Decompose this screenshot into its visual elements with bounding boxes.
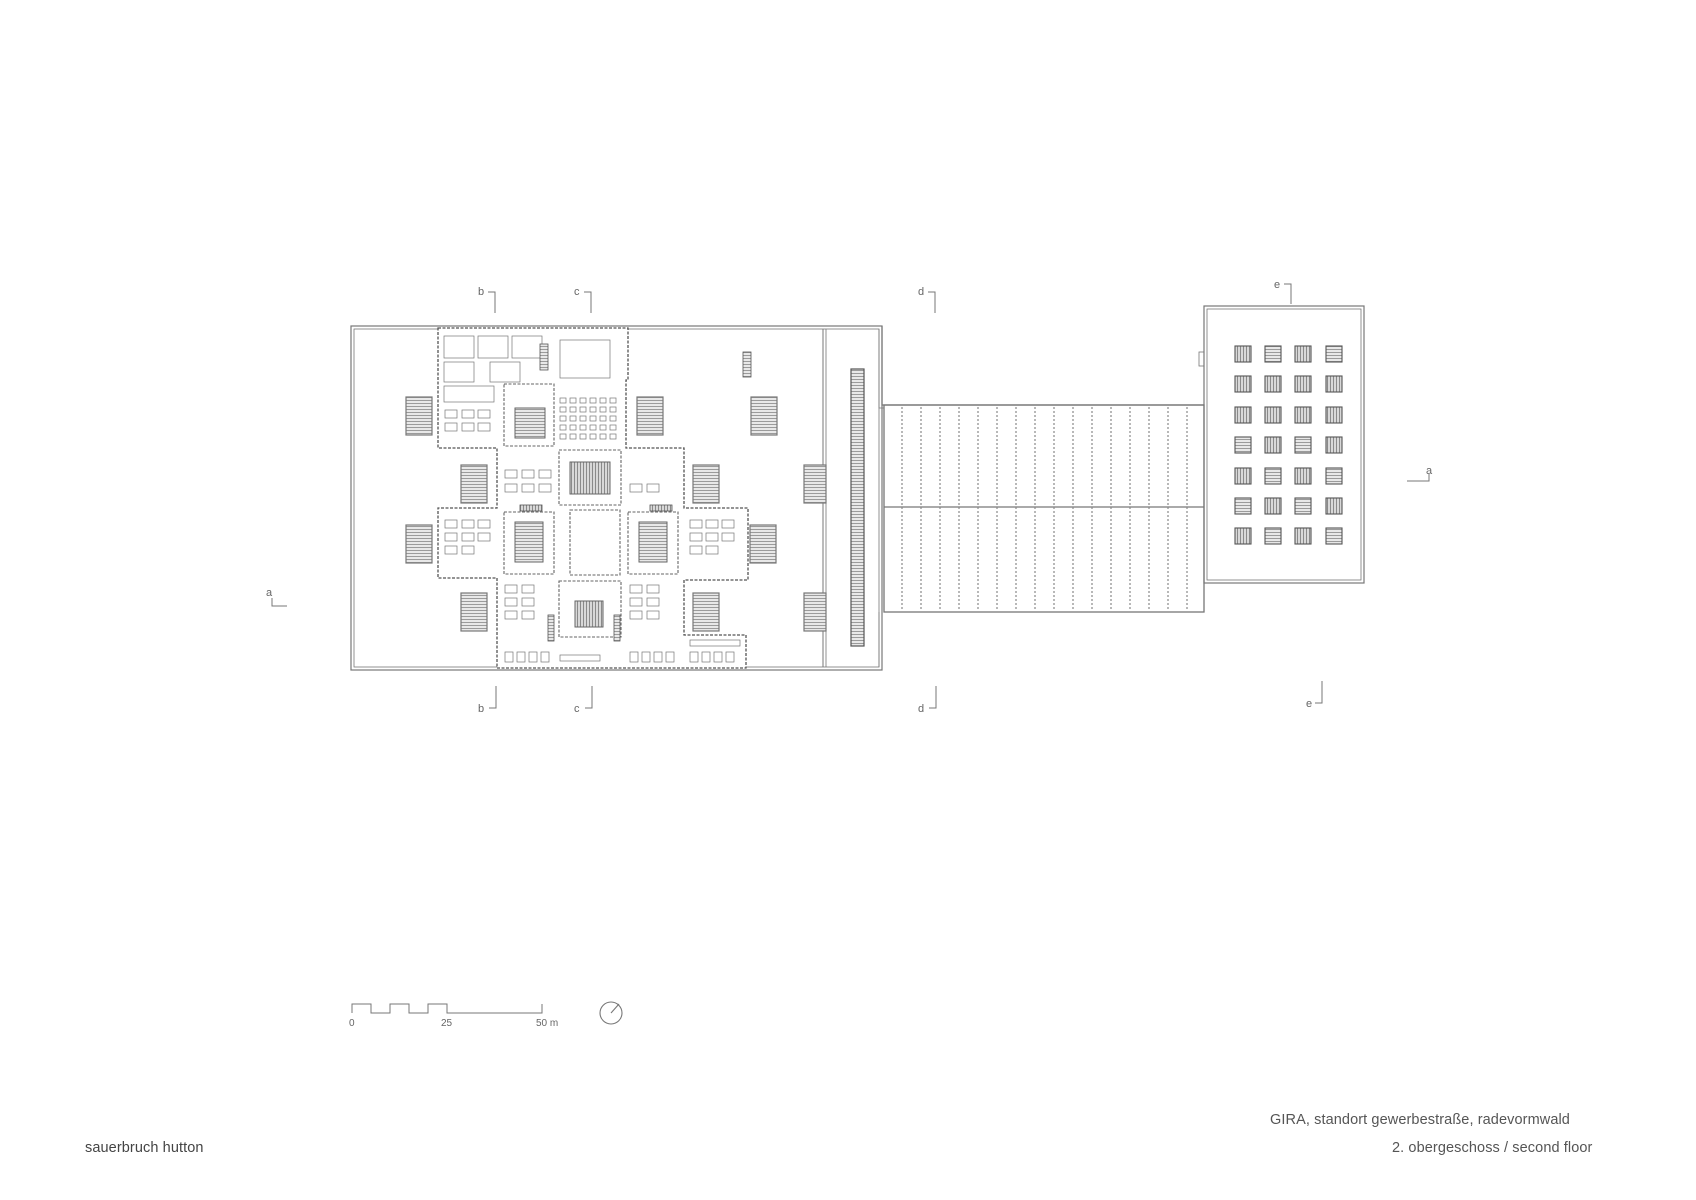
- stairs: [519, 343, 752, 642]
- section-label-d-top: d: [918, 286, 924, 298]
- section-marker-e-top: [1284, 283, 1292, 304]
- section-marker-d-top: [928, 291, 936, 313]
- scale-label-0: 0: [349, 1018, 355, 1029]
- bridge-roof-ribs: [901, 407, 1188, 610]
- section-label-e-bottom: e: [1306, 698, 1312, 710]
- section-label-a-left: a: [266, 587, 273, 599]
- section-label-c-bottom: c: [574, 703, 580, 715]
- long-skylight: [850, 368, 865, 647]
- section-marker-c-bottom: [585, 686, 593, 709]
- section-label-a-right: a: [1426, 465, 1433, 477]
- architect-name: sauerbruch hutton: [85, 1140, 204, 1156]
- north-arrow-icon: [599, 1001, 623, 1025]
- east-building: [1198, 305, 1365, 584]
- section-marker-d-bottom: [929, 686, 937, 709]
- lightwells: [405, 396, 827, 632]
- scale-label-25: 25: [441, 1018, 453, 1029]
- sheet-title: 2. obergeschoss / second floor: [1392, 1140, 1593, 1156]
- east-skylights: [1234, 345, 1343, 545]
- section-marker-b-top: [488, 291, 496, 313]
- section-marker-e-bottom: [1315, 681, 1323, 704]
- desks: [443, 335, 741, 663]
- section-marker-c-top: [584, 291, 592, 313]
- scale-bar: [351, 1003, 543, 1014]
- section-label-b-bottom: b: [478, 703, 484, 715]
- scale-label-50: 50 m: [536, 1018, 558, 1029]
- section-label-b-top: b: [478, 286, 484, 298]
- section-label-e-top: e: [1274, 279, 1280, 291]
- section-marker-a-left: [271, 598, 287, 607]
- section-marker-b-bottom: [489, 686, 497, 709]
- section-label-d-bottom: d: [918, 703, 924, 715]
- cluster-lightwells: [514, 407, 668, 628]
- section-marker-a-right: [1407, 474, 1430, 482]
- section-label-c-top: c: [574, 286, 580, 298]
- rooms: [503, 383, 679, 638]
- project-title: GIRA, standort gewerbestraße, radevormwa…: [1270, 1112, 1570, 1128]
- bridge-hall: [878, 326, 1205, 670]
